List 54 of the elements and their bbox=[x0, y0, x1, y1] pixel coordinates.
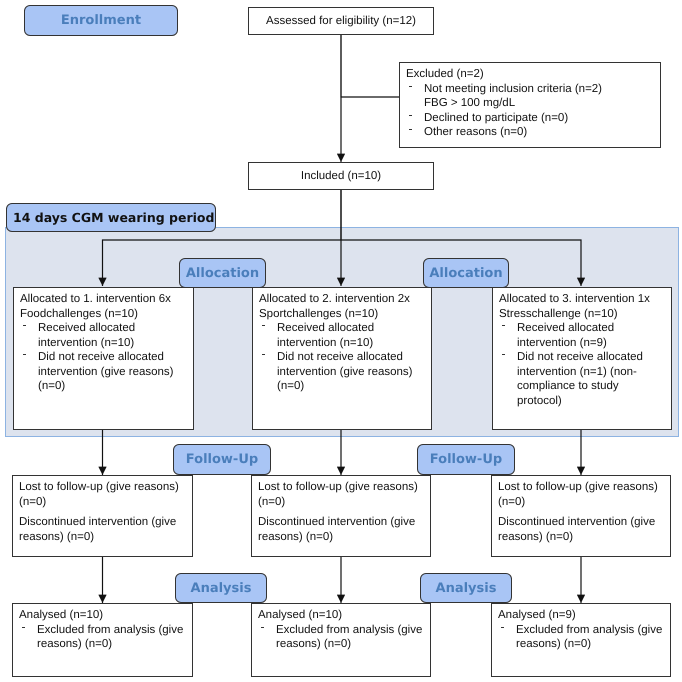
box-text: Did not receive allocated intervention (give reasons) (n=0) bbox=[20, 350, 187, 394]
arrow bbox=[336, 557, 346, 603]
box-text: Analysed (n=10) bbox=[19, 608, 104, 622]
stage-label: Analysis bbox=[175, 573, 267, 603]
stage-label: Follow-Up bbox=[417, 444, 515, 475]
box-text: Received allocated intervention (n=9) bbox=[499, 321, 665, 350]
process-box bbox=[12, 603, 193, 677]
box-text: Not meeting inclusion criteria (n=2) bbox=[406, 82, 654, 96]
process-box bbox=[13, 287, 194, 430]
stage-label: Follow-Up bbox=[173, 444, 271, 475]
box-text: Allocated to 3. intervention 1x Stresschallenge (n=10) bbox=[499, 292, 651, 321]
process-box bbox=[492, 287, 672, 430]
arrow bbox=[336, 429, 346, 475]
stage-label: Enrollment bbox=[24, 5, 178, 36]
box-text: Discontinued intervention (give reasons) (n=0) bbox=[258, 515, 416, 544]
box-text: Lost to follow-up (give reasons) (n=0) bbox=[19, 480, 180, 509]
box-text: Discontinued intervention (give reasons) (n=0) bbox=[498, 515, 656, 544]
box-text: Excluded from analysis (give reasons) (n=0) bbox=[498, 622, 664, 652]
box-text: Excluded from analysis (give reasons) (n=0) bbox=[19, 622, 186, 652]
box-text: Excluded from analysis (give reasons) (n=0) bbox=[258, 622, 424, 652]
box-text: Analysed (n=9) bbox=[498, 608, 577, 622]
process-box bbox=[12, 475, 193, 557]
box-text: Declined to participate (n=0) bbox=[406, 110, 654, 125]
arrow bbox=[98, 557, 107, 603]
period-heading: 14 days CGM wearing period bbox=[6, 203, 216, 232]
process-box bbox=[252, 287, 432, 430]
box-text: Excluded (n=2) bbox=[406, 67, 485, 82]
arrow bbox=[98, 429, 107, 475]
process-box: Included (n=10) bbox=[248, 162, 434, 190]
box-text: Received allocated intervention (n=10) bbox=[259, 321, 425, 350]
arrow bbox=[576, 557, 586, 603]
box-text: Other reasons (n=0) bbox=[406, 125, 654, 140]
box-text: Received allocated intervention (n=10) bbox=[20, 321, 187, 350]
box-text: Allocated to 2. intervention 2x Sportchallenges (n=10) bbox=[259, 292, 411, 321]
box-text: Allocated to 1. intervention 6x Foodchallenges (n=10) bbox=[20, 292, 172, 321]
process-box bbox=[491, 475, 671, 557]
connector-line bbox=[340, 35, 399, 98]
stage-label: Allocation bbox=[179, 258, 266, 288]
box-text: Lost to follow-up (give reasons) (n=0) bbox=[258, 480, 419, 509]
box-text: Did not receive allocated intervention (n=1) (non-compliance to study protocol) bbox=[499, 350, 665, 408]
process-box: Assessed for eligibility (n=12) bbox=[248, 7, 434, 35]
box-text: Did not receive allocated intervention (give reasons) (n=0) bbox=[259, 350, 425, 394]
process-box bbox=[491, 603, 671, 677]
arrow bbox=[576, 429, 586, 475]
process-box bbox=[251, 475, 431, 557]
process-box bbox=[251, 603, 431, 677]
box-text: FBG > 100 mg/dL bbox=[423, 96, 516, 110]
box-text: Discontinued intervention (give reasons) (n=0) bbox=[19, 515, 178, 544]
stage-label: Allocation bbox=[423, 258, 509, 288]
stage-label: Analysis bbox=[420, 573, 512, 603]
box-text: Lost to follow-up (give reasons) (n=0) bbox=[498, 480, 659, 509]
box-text: Analysed (n=10) bbox=[258, 608, 344, 622]
process-box bbox=[399, 62, 661, 148]
arrow bbox=[340, 190, 586, 286]
